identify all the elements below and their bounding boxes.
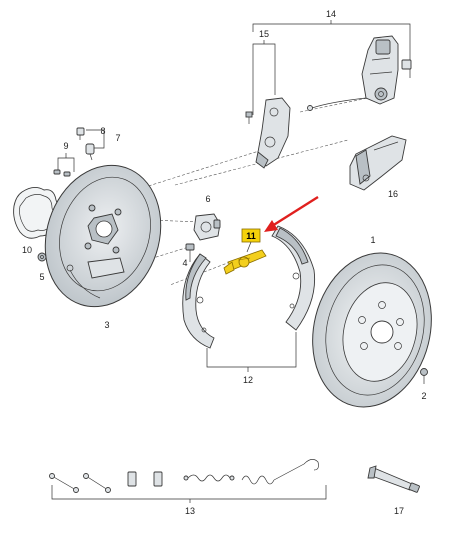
callout-8: 8 (100, 126, 105, 136)
brake-shoe-right (271, 225, 316, 331)
cover-16 (349, 135, 407, 191)
callout-15: 15 (259, 29, 269, 39)
brake-shoe-left (182, 253, 215, 349)
bleed-screw-8 (76, 127, 85, 140)
callout-14: 14 (326, 9, 336, 19)
callout-7: 7 (115, 133, 120, 143)
callout-1: 1 (370, 235, 375, 245)
callout-16: 16 (388, 189, 398, 199)
bracket-7 (86, 129, 105, 149)
bracket-9 (57, 153, 75, 172)
pins-9 (53, 169, 71, 177)
callout-2: 2 (421, 391, 426, 401)
callout-5: 5 (39, 272, 44, 282)
brake-drum-1 (312, 252, 432, 408)
callout-11-highlight: 11 (241, 228, 261, 253)
callout-12: 12 (243, 375, 253, 385)
cap-7 (85, 143, 95, 161)
callout-6: 6 (205, 194, 210, 204)
callout-11: 11 (246, 231, 256, 241)
adjuster-11 (223, 249, 267, 275)
callout-9: 9 (63, 141, 68, 151)
callout-3: 3 (104, 320, 109, 330)
highlight-arrow (264, 195, 319, 232)
backing-plate-3 (44, 164, 162, 308)
bracket-14 (252, 20, 411, 78)
wheel-cylinder-6 (193, 213, 221, 241)
callout-13: 13 (185, 506, 195, 516)
bracket-13 (51, 485, 327, 503)
parking-brake-lever-14 (307, 35, 412, 111)
hardware-kit-13 (49, 459, 319, 493)
wheel-bolt-2 (420, 368, 428, 384)
callout-10: 10 (22, 245, 32, 255)
bolt-15 (245, 111, 253, 124)
bolt-4 (185, 243, 195, 262)
bracket-plate-15 (245, 97, 291, 169)
callout-4: 4 (182, 258, 187, 268)
grommet-5 (37, 252, 47, 262)
bracket-12 (206, 332, 297, 372)
grease-tube-17 (367, 465, 420, 493)
callout-17: 17 (394, 506, 404, 516)
bracket-15 (252, 40, 276, 115)
